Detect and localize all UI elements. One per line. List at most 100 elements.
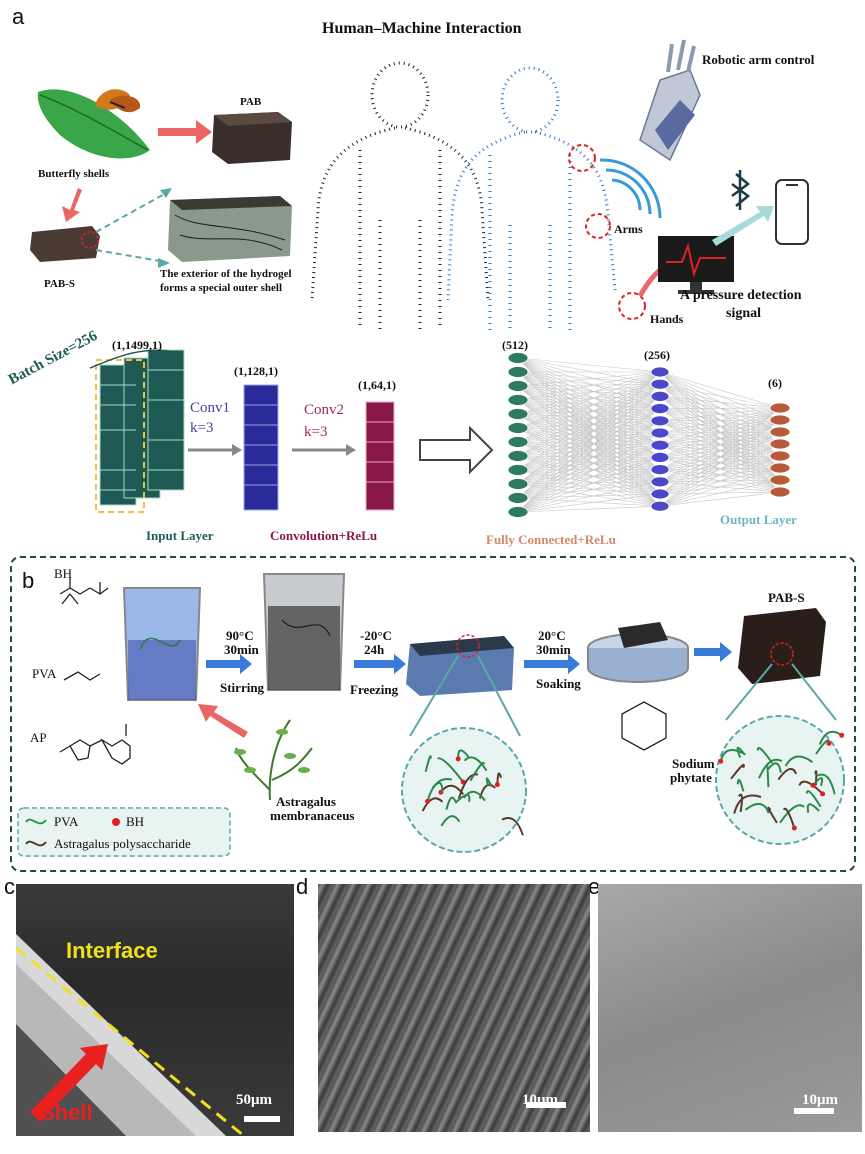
fc-connection [517,457,661,513]
fc-connection [517,357,661,385]
fc-connection [517,371,661,429]
step3-time: 30min [536,642,571,657]
fc-node-256 [650,451,670,463]
fc-connection [517,413,661,422]
step1-time: 30min [224,642,259,657]
fc-connection [517,432,661,499]
fc-connection [517,493,661,499]
polymer-strand [501,816,524,836]
fc-connection [659,407,781,495]
fc-connection [517,399,661,458]
fc-connection [517,383,661,471]
fc-connection [517,357,661,434]
sodium-label-1: Sodium [672,756,715,771]
pressure-label-1: A pressure detection [680,288,802,303]
pressure-label-2: signal [726,306,762,321]
polymer-strand [424,755,432,773]
step2-time: 24h [364,642,385,657]
fc-connection [517,432,661,513]
bh-dot [820,791,826,797]
fc-connection [517,455,661,495]
ap-label: AP [30,730,47,745]
output-node [769,450,791,462]
legend-aps: Astragalus polysaccharide [54,836,191,851]
output-node [769,462,791,474]
step1-temp: 90°C [226,628,254,643]
c-scale: 50μm [236,1092,272,1108]
polymer-strand [818,730,843,745]
fc-connection [659,371,781,409]
sem-image-e [598,884,862,1132]
fc-node-256 [650,488,670,500]
polymer-strand [777,767,798,781]
fc-connection [517,383,661,513]
fc-connection [517,371,661,387]
fc-connection [517,408,661,457]
pva-label: PVA [32,666,57,681]
fc-connection [517,441,661,483]
fc-connection [659,396,781,409]
fc-connection [517,385,661,409]
fc-connection [517,371,661,513]
fc-connection [517,441,661,446]
polymer-strand [736,778,745,792]
astragalus-label-1: Astragalus [276,794,336,809]
fc-connection [517,396,661,415]
fc-connection [659,407,781,470]
fc-connection [517,432,661,457]
fc-node-512 [507,492,529,504]
polymer-strand [421,797,444,812]
fc-connection [517,420,661,513]
e-scale: 10μm [802,1092,838,1108]
fc-connection [517,455,661,458]
conv1-name: Conv1 [190,400,231,416]
fc-connection [517,357,661,422]
arms-label: Arms [614,222,643,236]
fc-connection [517,396,661,429]
polymer-strand [784,755,814,767]
fc-connection [517,413,661,434]
d-scale: 10μm [522,1092,558,1108]
polymer-strand [736,746,745,759]
fc-node-256 [650,500,670,512]
fc-connection [517,444,661,513]
conv1-k: k=3 [190,420,214,436]
bh-dot [425,798,431,804]
network-strands [421,730,845,836]
conv2-k: k=3 [304,424,328,440]
fc-connection [517,505,661,513]
fc-connection [517,408,661,471]
bh-dot [718,758,724,764]
polymer-strand [767,806,778,824]
fc-connection [517,483,661,495]
fc-connection [517,493,661,513]
fc-connection [517,399,661,422]
polymer-strand [782,807,796,829]
fc-connection [659,383,781,409]
fc-connection [517,481,661,513]
bh-dot [791,825,797,831]
fc-node-512 [507,394,529,406]
fc-connection [659,443,781,507]
polymer-strand [457,773,479,799]
fc-connection [517,371,661,415]
fc-node-512 [507,464,529,476]
polymer-strand [767,762,782,773]
fc-connection [517,420,661,485]
fc-connection [517,469,661,507]
fc-connection [517,371,661,422]
polymer-strand [445,796,457,810]
fc-connection [517,383,661,415]
fc-connection [517,444,661,499]
polymer-strand [426,778,453,802]
fc-node-256 [650,403,670,415]
sem-image-d [318,884,590,1132]
fc-connection [517,383,661,443]
fc-connection [517,371,661,446]
fc-connection [517,455,661,507]
fc-connection [517,420,661,443]
fc-connection [659,407,781,422]
fc-connection [517,396,661,471]
fc-connection [517,371,661,409]
polymer-strand [437,757,464,783]
